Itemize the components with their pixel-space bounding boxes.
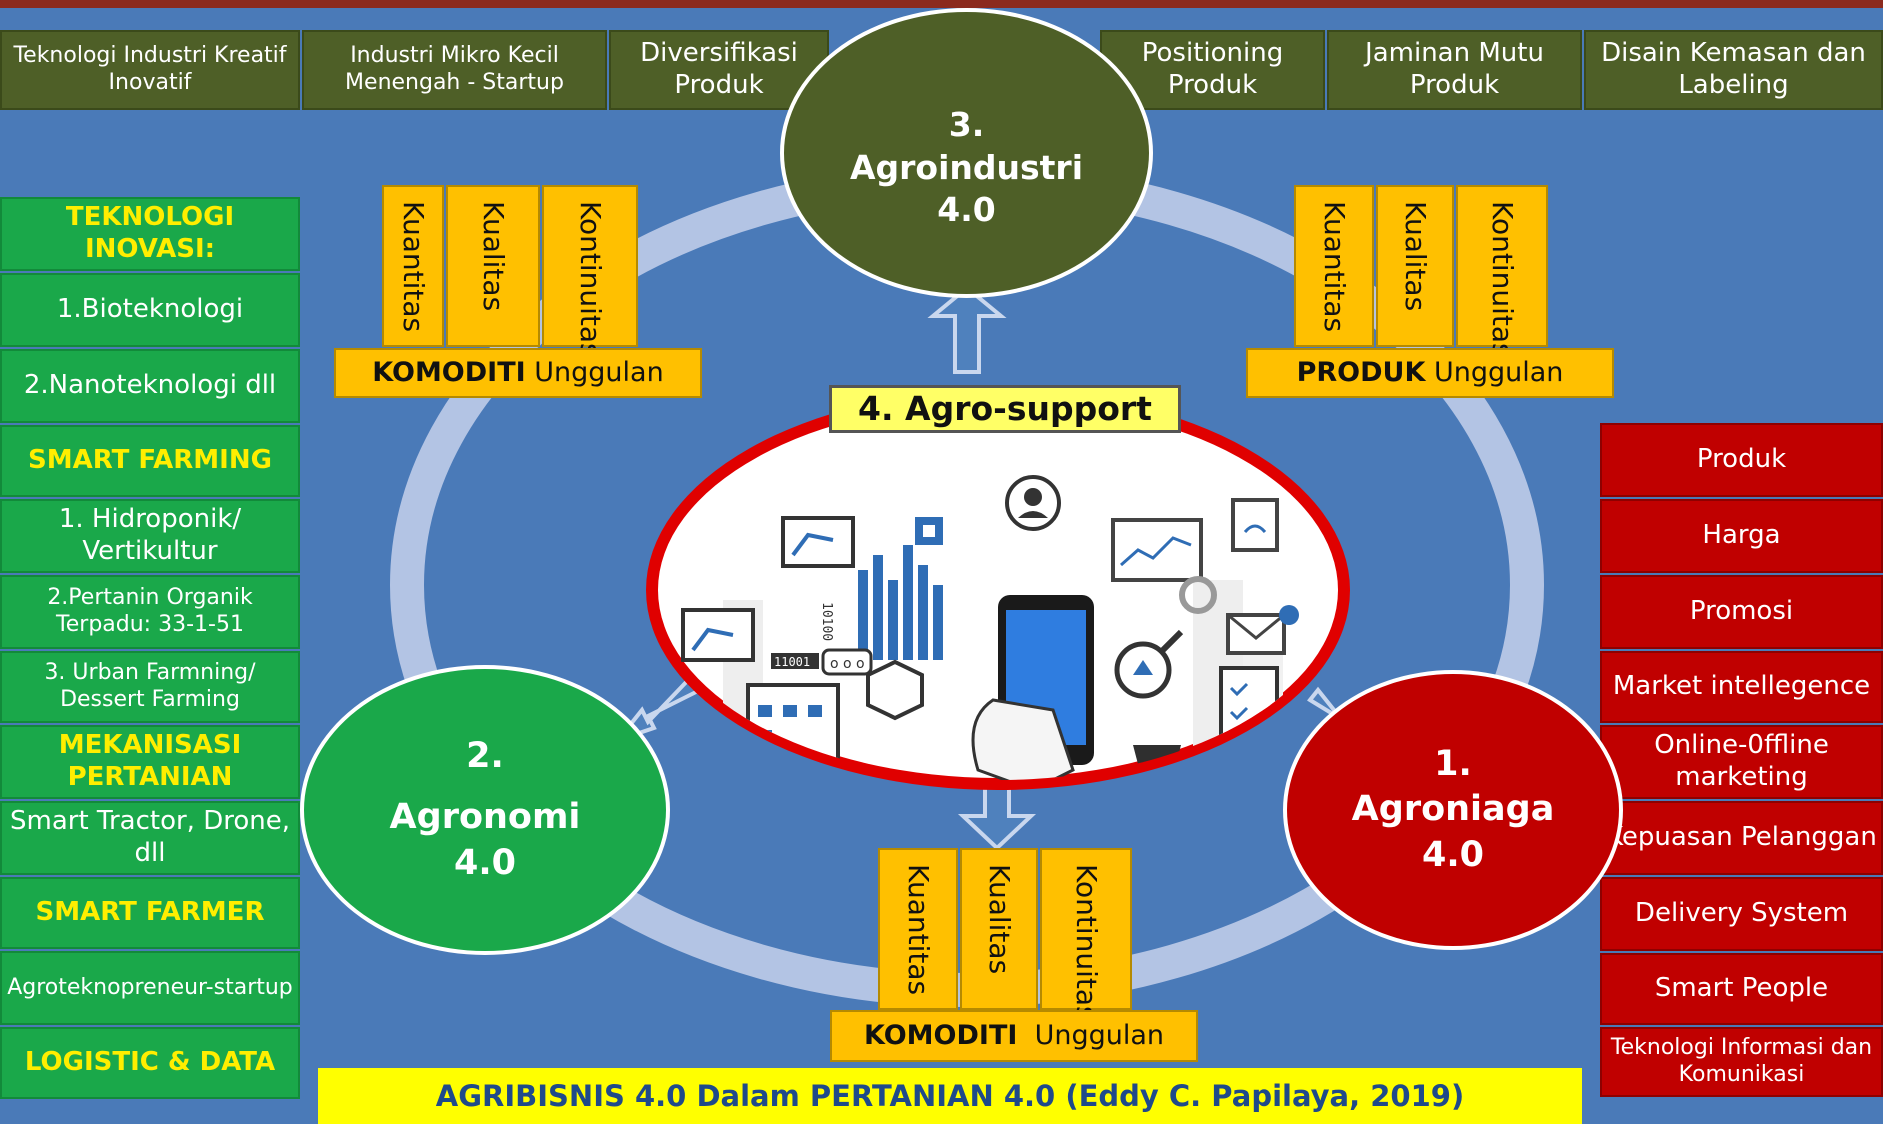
chart-monitor-icon	[1111, 518, 1203, 582]
top-box-industri-mikro: Industri Mikro Kecil Menengah - Startup	[302, 30, 607, 110]
calendar-icon	[746, 683, 840, 767]
left-unggulan-label: KOMODITI Unggulan	[334, 348, 702, 398]
right-quality-kuantitas: Kuantitas	[1294, 185, 1374, 347]
credit-caption: AGRIBISNIS 4.0 Dalam PERTANIAN 4.0 (Eddy…	[318, 1068, 1582, 1124]
arrow-up-agroindustri	[927, 285, 1007, 374]
left-quality-kualitas: Kualitas	[446, 185, 540, 347]
circle-agroniaga: 1. Agroniaga 4.0	[1283, 670, 1623, 950]
left-heading-teknologi-inovasi: TEKNOLOGI INOVASI:	[0, 197, 300, 271]
right-quality-kontinuitas: Kontinuitas	[1456, 185, 1548, 358]
right-item-harga: Harga	[1600, 499, 1883, 573]
binary-code-horizontal: 11001	[774, 655, 810, 669]
top-strip	[0, 0, 1883, 8]
right-item-produk: Produk	[1600, 423, 1883, 497]
left-item-bioteknologi: 1.Bioteknologi	[0, 273, 300, 347]
binary-code-vertical: 10100	[819, 602, 834, 641]
bottom-quality-kuantitas: Kuantitas	[878, 848, 958, 1010]
magnifier-icon	[1114, 629, 1184, 699]
right-item-market-intelligence: Market intellegence	[1600, 651, 1883, 723]
gear-icon	[1179, 576, 1217, 614]
top-box-teknologi-industri: Teknologi Industri Kreatif Inovatif	[0, 30, 300, 110]
left-quality-kontinuitas: Kontinuitas	[542, 185, 638, 358]
top-box-jaminan-mutu: Jaminan Mutu Produk	[1327, 30, 1582, 110]
left-item-urban-farming: 3. Urban Farmning/ Dessert Farming	[0, 651, 300, 723]
right-unggulan-label: PRODUK Unggulan	[1246, 348, 1614, 398]
left-quality-kuantitas: Kuantitas	[382, 185, 444, 347]
chat-dots: o o o	[830, 656, 865, 672]
left-item-smart-tractor: Smart Tractor, Drone, dll	[0, 801, 300, 875]
right-item-tik: Teknologi Informasi dan Komunikasi	[1600, 1027, 1883, 1097]
wifi-icon	[1231, 498, 1279, 552]
left-heading-smart-farmer: SMART FARMER	[0, 877, 300, 949]
right-item-smart-people: Smart People	[1600, 953, 1883, 1025]
right-item-promosi: Promosi	[1600, 575, 1883, 649]
right-item-kepuasan: Kepuasan Pelanggan	[1600, 801, 1883, 875]
user-icon	[1005, 475, 1061, 531]
bottom-quality-kontinuitas: Kontinuitas	[1040, 848, 1132, 1021]
agro-support-label: 4. Agro-support	[829, 385, 1181, 433]
right-item-delivery: Delivery System	[1600, 877, 1883, 951]
left-item-nanoteknologi: 2.Nanoteknologi dll	[0, 349, 300, 423]
robot-arm-icon-2	[681, 608, 755, 662]
bar-chart-icon	[858, 545, 943, 660]
bottom-unggulan-label: KOMODITI Unggulan	[830, 1010, 1198, 1062]
left-item-hidroponik: 1. Hidroponik/ Vertikultur	[0, 499, 300, 573]
circle-agronomi: 2. Agronomi 4.0	[300, 665, 670, 955]
envelope-icon	[1226, 605, 1299, 655]
top-box-disain-kemasan: Disain Kemasan dan Labeling	[1584, 30, 1883, 110]
right-item-online-offline: Online-0ffline marketing	[1600, 725, 1883, 799]
left-item-agroteknopreneur: Agroteknopreneur-startup	[0, 951, 300, 1025]
package-icon	[866, 659, 924, 721]
left-heading-smart-farming: SMART FARMING	[0, 425, 300, 497]
left-heading-mekanisasi: MEKANISASI PERTANIAN	[0, 725, 300, 799]
agro-support-graphic: 10100 11001 o o o	[646, 390, 1350, 790]
right-quality-kualitas: Kualitas	[1376, 185, 1454, 347]
robot-arm-icon	[781, 516, 855, 568]
chip-icon	[915, 517, 943, 545]
left-item-pertanian-organik: 2.Pertanin Organik Terpadu: 33-1-51	[0, 575, 300, 649]
bottom-quality-kualitas: Kualitas	[960, 848, 1038, 1010]
left-heading-logistic-data: LOGISTIC & DATA	[0, 1027, 300, 1099]
circle-agroindustri: 3. Agroindustri 4.0	[780, 8, 1153, 298]
